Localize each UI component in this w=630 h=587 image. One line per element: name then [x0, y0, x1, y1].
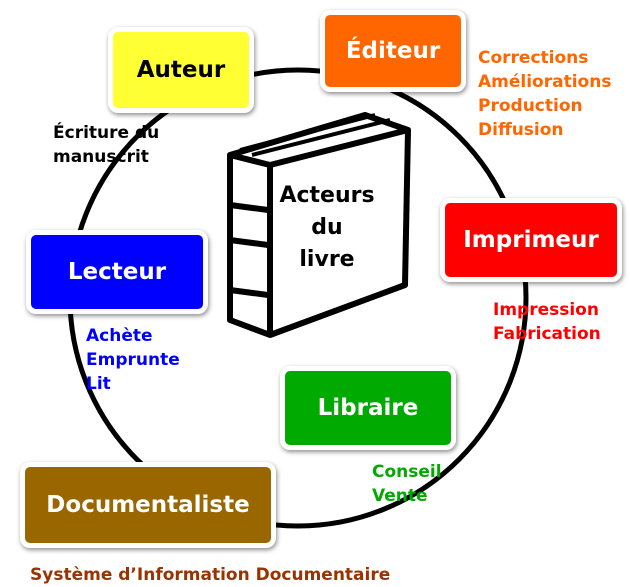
actor-libraire[interactable]: Libraire — [280, 366, 456, 450]
note: manuscrit — [53, 147, 149, 167]
actor-editeur[interactable]: Éditeur — [320, 10, 466, 92]
note: Diffusion — [478, 120, 564, 140]
book-icon — [227, 112, 411, 338]
footer-caption: Système d’Information Documentaire — [30, 565, 391, 585]
note: Lit — [86, 374, 111, 394]
note: Achète — [86, 326, 153, 346]
actor-imprimeur[interactable]: Imprimeur — [440, 198, 622, 282]
center-line: Acteurs — [279, 183, 375, 208]
center-line: du — [311, 215, 343, 240]
actor-auteur[interactable]: Auteur — [108, 27, 254, 113]
actor-documentaliste[interactable]: Documentaliste — [20, 462, 276, 548]
note: Production — [478, 96, 583, 116]
auteur-notes: Écriture du manuscrit — [53, 121, 159, 169]
lecteur-notes: Achète Emprunte Lit — [86, 324, 180, 396]
imprimeur-notes: Impression Fabrication — [493, 298, 601, 346]
actor-lecteur[interactable]: Lecteur — [26, 230, 208, 314]
note: Améliorations — [478, 72, 612, 92]
note: Impression — [493, 300, 599, 320]
libraire-notes: Conseil Vente — [372, 460, 442, 508]
note: Emprunte — [86, 350, 180, 370]
note: Corrections — [478, 48, 589, 68]
note: Écriture du — [53, 123, 160, 143]
note: Vente — [372, 486, 428, 506]
note: Fabrication — [493, 324, 601, 344]
editeur-notes: Corrections Améliorations Production Dif… — [478, 46, 611, 142]
note: Conseil — [372, 462, 442, 482]
center-title: Acteurs du livre — [272, 180, 382, 276]
center-line: livre — [299, 247, 355, 272]
